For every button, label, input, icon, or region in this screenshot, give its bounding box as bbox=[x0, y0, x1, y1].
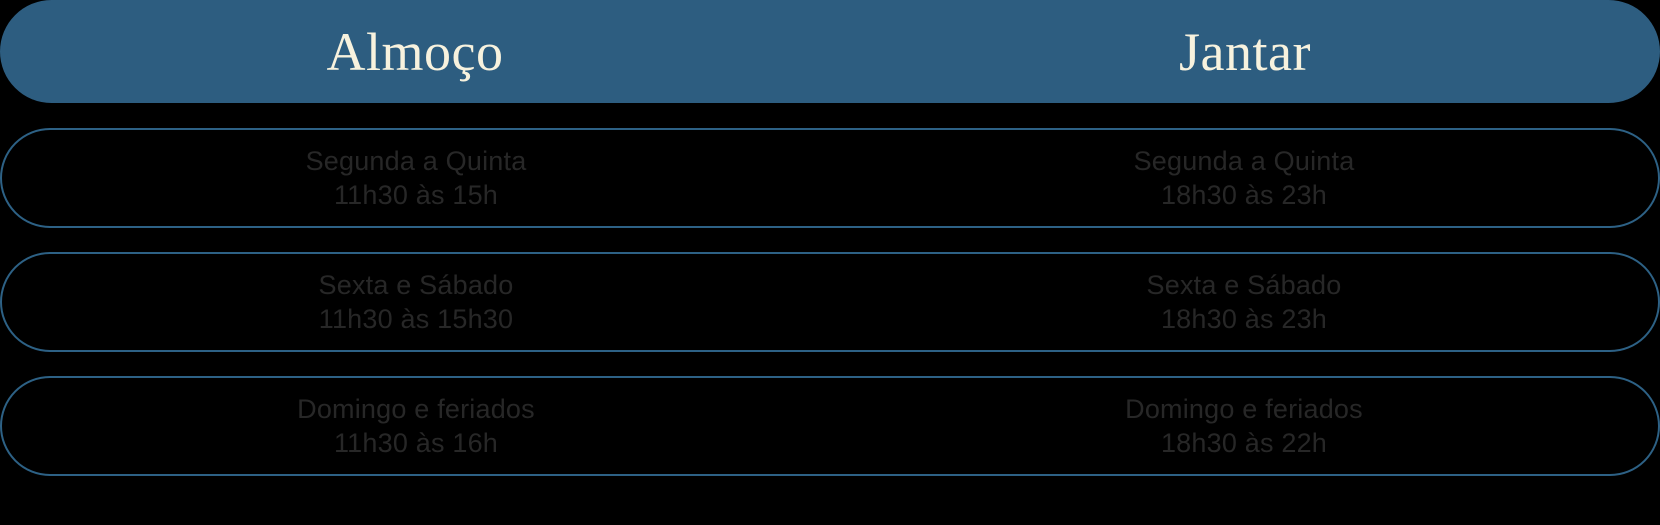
days-label: Sexta e Sábado bbox=[1146, 270, 1342, 300]
hours-label: 11h30 às 16h bbox=[333, 428, 499, 458]
column-header-lunch: Almoço bbox=[326, 21, 504, 82]
table-row: Segunda a Quinta 11h30 às 15h Segunda a … bbox=[0, 128, 1660, 228]
table-row: Sexta e Sábado 11h30 às 15h30 Sexta e Sá… bbox=[0, 252, 1660, 352]
days-label: Domingo e feriados bbox=[297, 394, 535, 424]
row-cell-lunch: Sexta e Sábado 11h30 às 15h30 bbox=[2, 268, 830, 336]
row-cell-dinner: Domingo e feriados 18h30 às 22h bbox=[830, 392, 1658, 460]
header-spacer bbox=[0, 103, 1660, 128]
hours-label: 18h30 às 23h bbox=[1160, 180, 1328, 210]
days-label: Segunda a Quinta bbox=[1133, 146, 1355, 176]
row-cell-dinner: Segunda a Quinta 18h30 às 23h bbox=[830, 144, 1658, 212]
hours-label: 11h30 às 15h30 bbox=[318, 304, 514, 334]
hours-label: 18h30 às 23h bbox=[1160, 304, 1328, 334]
hours-label: 11h30 às 15h bbox=[333, 180, 499, 210]
row-cell-lunch: Domingo e feriados 11h30 às 16h bbox=[2, 392, 830, 460]
days-label: Domingo e feriados bbox=[1125, 394, 1363, 424]
days-label: Segunda a Quinta bbox=[305, 146, 527, 176]
column-header-dinner: Jantar bbox=[1179, 21, 1311, 82]
row-cell-lunch: Segunda a Quinta 11h30 às 15h bbox=[2, 144, 830, 212]
days-label: Sexta e Sábado bbox=[318, 270, 514, 300]
hours-label: 18h30 às 22h bbox=[1160, 428, 1328, 458]
row-spacer bbox=[0, 228, 1660, 252]
table-header: Almoço Jantar bbox=[0, 0, 1660, 103]
row-spacer bbox=[0, 352, 1660, 376]
row-cell-dinner: Sexta e Sábado 18h30 às 23h bbox=[830, 268, 1658, 336]
table-row: Domingo e feriados 11h30 às 16h Domingo … bbox=[0, 376, 1660, 476]
